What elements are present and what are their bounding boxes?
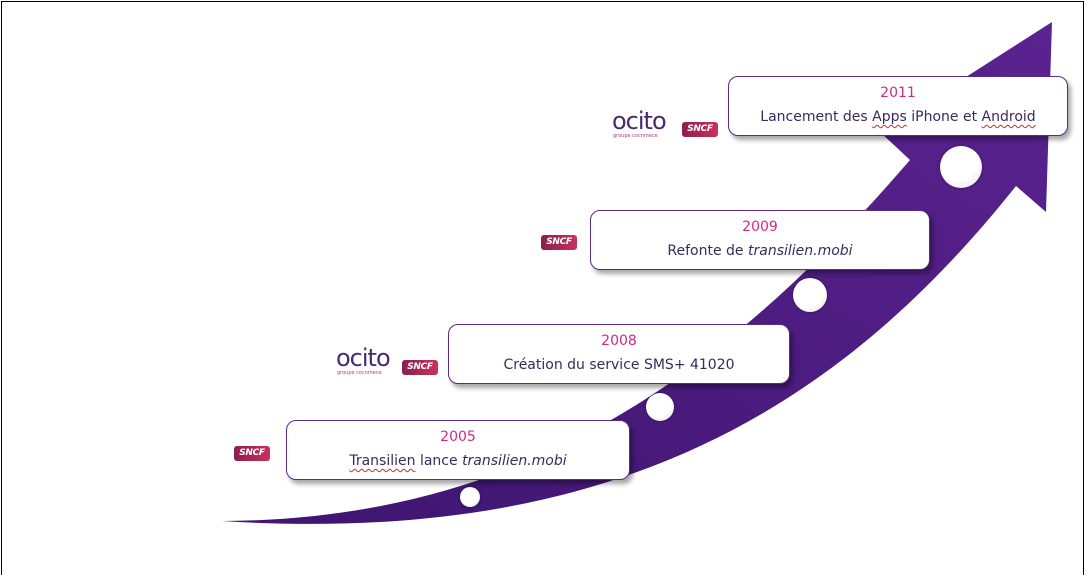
milestone-description: Refonte de transilien.mobi bbox=[667, 243, 853, 259]
milestone-year: 2009 bbox=[742, 219, 778, 235]
sncf-logo: SNCF bbox=[682, 122, 718, 137]
milestone-card-2005: 2005 Transilien lance transilien.mobi bbox=[286, 420, 630, 480]
timeline-dot-2011 bbox=[940, 146, 982, 188]
sncf-logo: SNCF bbox=[234, 446, 270, 461]
milestone-card-2008: 2008 Création du service SMS+ 41020 bbox=[448, 324, 790, 384]
milestone-card-2011: 2011 Lancement des Apps iPhone et Androi… bbox=[728, 76, 1068, 136]
milestone-description: Transilien lance transilien.mobi bbox=[349, 453, 567, 469]
milestone-card-2009: 2009 Refonte de transilien.mobi bbox=[590, 210, 930, 270]
timeline-dot-2008 bbox=[646, 393, 674, 421]
sncf-logo: SNCF bbox=[402, 360, 438, 375]
milestone-description: Création du service SMS+ 41020 bbox=[503, 357, 735, 373]
timeline-dot-2009 bbox=[793, 278, 827, 312]
milestone-year: 2008 bbox=[601, 333, 637, 349]
milestone-description: Lancement des Apps iPhone et Android bbox=[760, 109, 1036, 125]
arrow-body bbox=[222, 22, 1052, 524]
milestone-year: 2005 bbox=[440, 429, 476, 445]
sncf-logo: SNCF bbox=[541, 235, 577, 250]
timeline-dot-2005 bbox=[460, 487, 480, 507]
milestone-year: 2011 bbox=[880, 85, 916, 101]
